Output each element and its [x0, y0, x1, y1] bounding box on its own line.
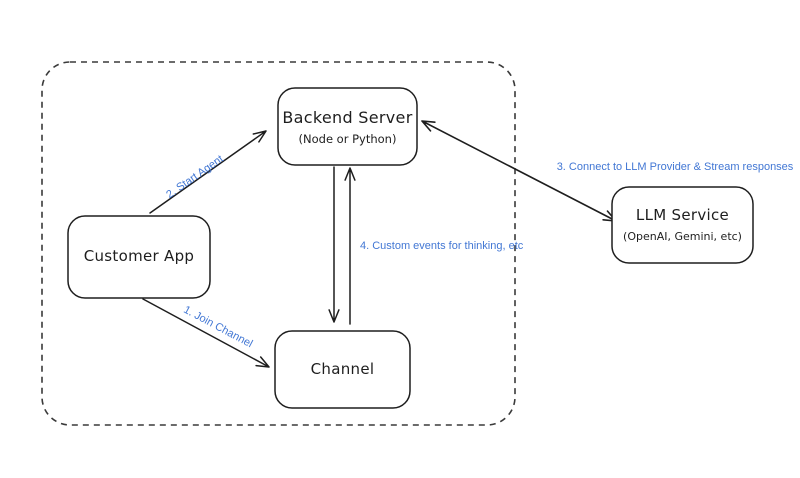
- arrow-channel-to-backend: [344, 167, 356, 325]
- node-box-llm-service: [611, 186, 754, 264]
- arrow-start-agent: [149, 130, 267, 214]
- node-box-backend-server: [277, 87, 418, 166]
- arrow-join-channel: [142, 298, 270, 368]
- arrow-backend-to-channel: [328, 166, 340, 323]
- node-box-channel: [274, 330, 411, 409]
- node-box-customer-app: [67, 215, 211, 299]
- arrow-connect-llm: [421, 120, 617, 222]
